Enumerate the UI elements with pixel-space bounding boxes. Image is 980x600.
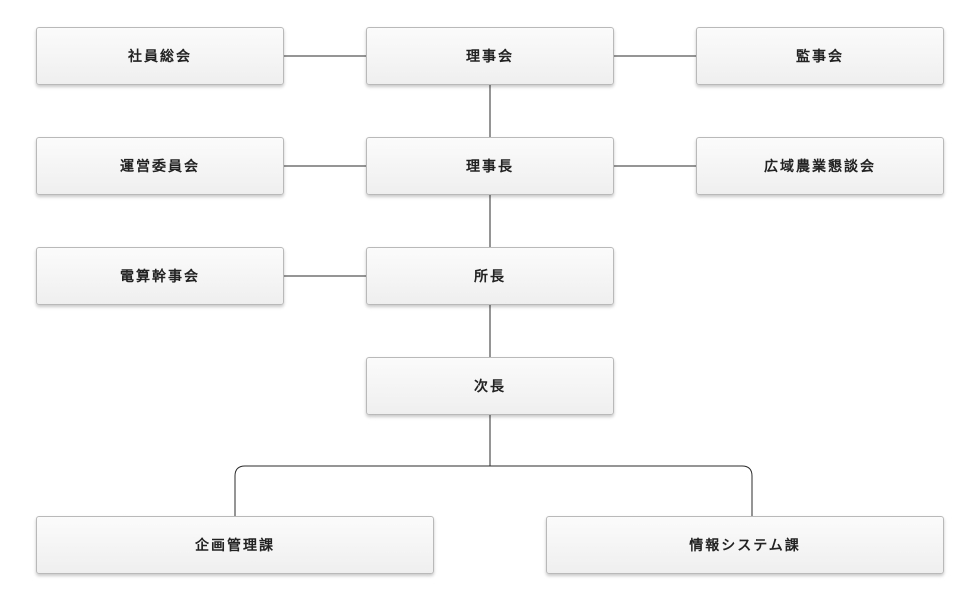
node-unei-iinkai: 運営委員会 — [36, 137, 284, 195]
node-label: 理事長 — [466, 159, 514, 175]
node-kouiki-nougyou: 広域農業懇談会 — [696, 137, 944, 195]
node-jicho: 次長 — [366, 357, 614, 415]
node-shocho: 所長 — [366, 247, 614, 305]
node-kikaku-kanri-ka: 企画管理課 — [36, 516, 434, 574]
node-rijicho: 理事長 — [366, 137, 614, 195]
node-label: 運営委員会 — [120, 159, 200, 175]
node-shain-sokai: 社員総会 — [36, 27, 284, 85]
node-label: 監事会 — [796, 49, 844, 65]
node-rijikai: 理事会 — [366, 27, 614, 85]
node-label: 電算幹事会 — [120, 269, 200, 285]
node-label: 社員総会 — [128, 49, 192, 65]
node-joho-system-ka: 情報システム課 — [546, 516, 944, 574]
node-label: 次長 — [474, 379, 506, 395]
node-kanjikai: 監事会 — [696, 27, 944, 85]
node-label: 情報システム課 — [689, 538, 801, 554]
node-label: 所長 — [474, 269, 506, 285]
node-label: 企画管理課 — [195, 538, 275, 554]
node-label: 理事会 — [466, 49, 514, 65]
branch-line-departments — [234, 465, 753, 516]
node-densan-kanjikai: 電算幹事会 — [36, 247, 284, 305]
node-label: 広域農業懇談会 — [764, 159, 876, 175]
